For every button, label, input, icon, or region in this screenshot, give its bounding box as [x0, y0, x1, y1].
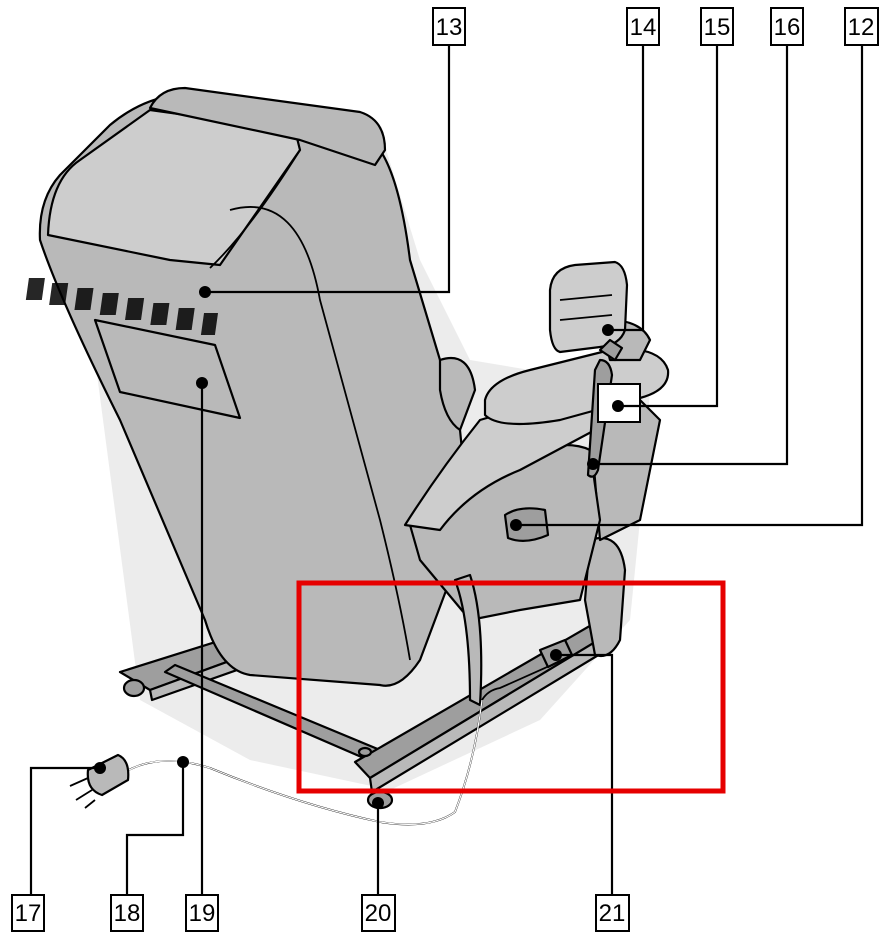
svg-text:15: 15 [704, 14, 731, 41]
svg-text:14: 14 [630, 14, 657, 41]
backrest [38, 86, 465, 687]
svg-text:21: 21 [599, 900, 626, 927]
svg-text:19: 19 [189, 900, 216, 927]
callout-17: 17 [11, 894, 45, 932]
callout-14: 14 [626, 7, 660, 46]
armrest [403, 348, 670, 707]
callout-16: 16 [770, 7, 804, 46]
svg-text:18: 18 [114, 900, 141, 927]
callout-13: 13 [432, 7, 466, 46]
callout-12: 12 [844, 7, 879, 46]
svg-text:16: 16 [774, 14, 801, 41]
svg-text:20: 20 [365, 900, 392, 927]
callout-15: 15 [700, 7, 734, 46]
callout-21: 21 [595, 894, 630, 932]
callout-18: 18 [110, 894, 144, 932]
rear-vents [25, 278, 219, 335]
svg-text:12: 12 [848, 14, 875, 41]
highlight-box [296, 580, 726, 794]
callout-19: 19 [185, 894, 219, 932]
power-plug [69, 753, 130, 809]
svg-text:17: 17 [15, 900, 42, 927]
svg-text:13: 13 [436, 14, 463, 41]
leader-lines [29, 45, 864, 895]
callout-20: 20 [361, 894, 396, 932]
